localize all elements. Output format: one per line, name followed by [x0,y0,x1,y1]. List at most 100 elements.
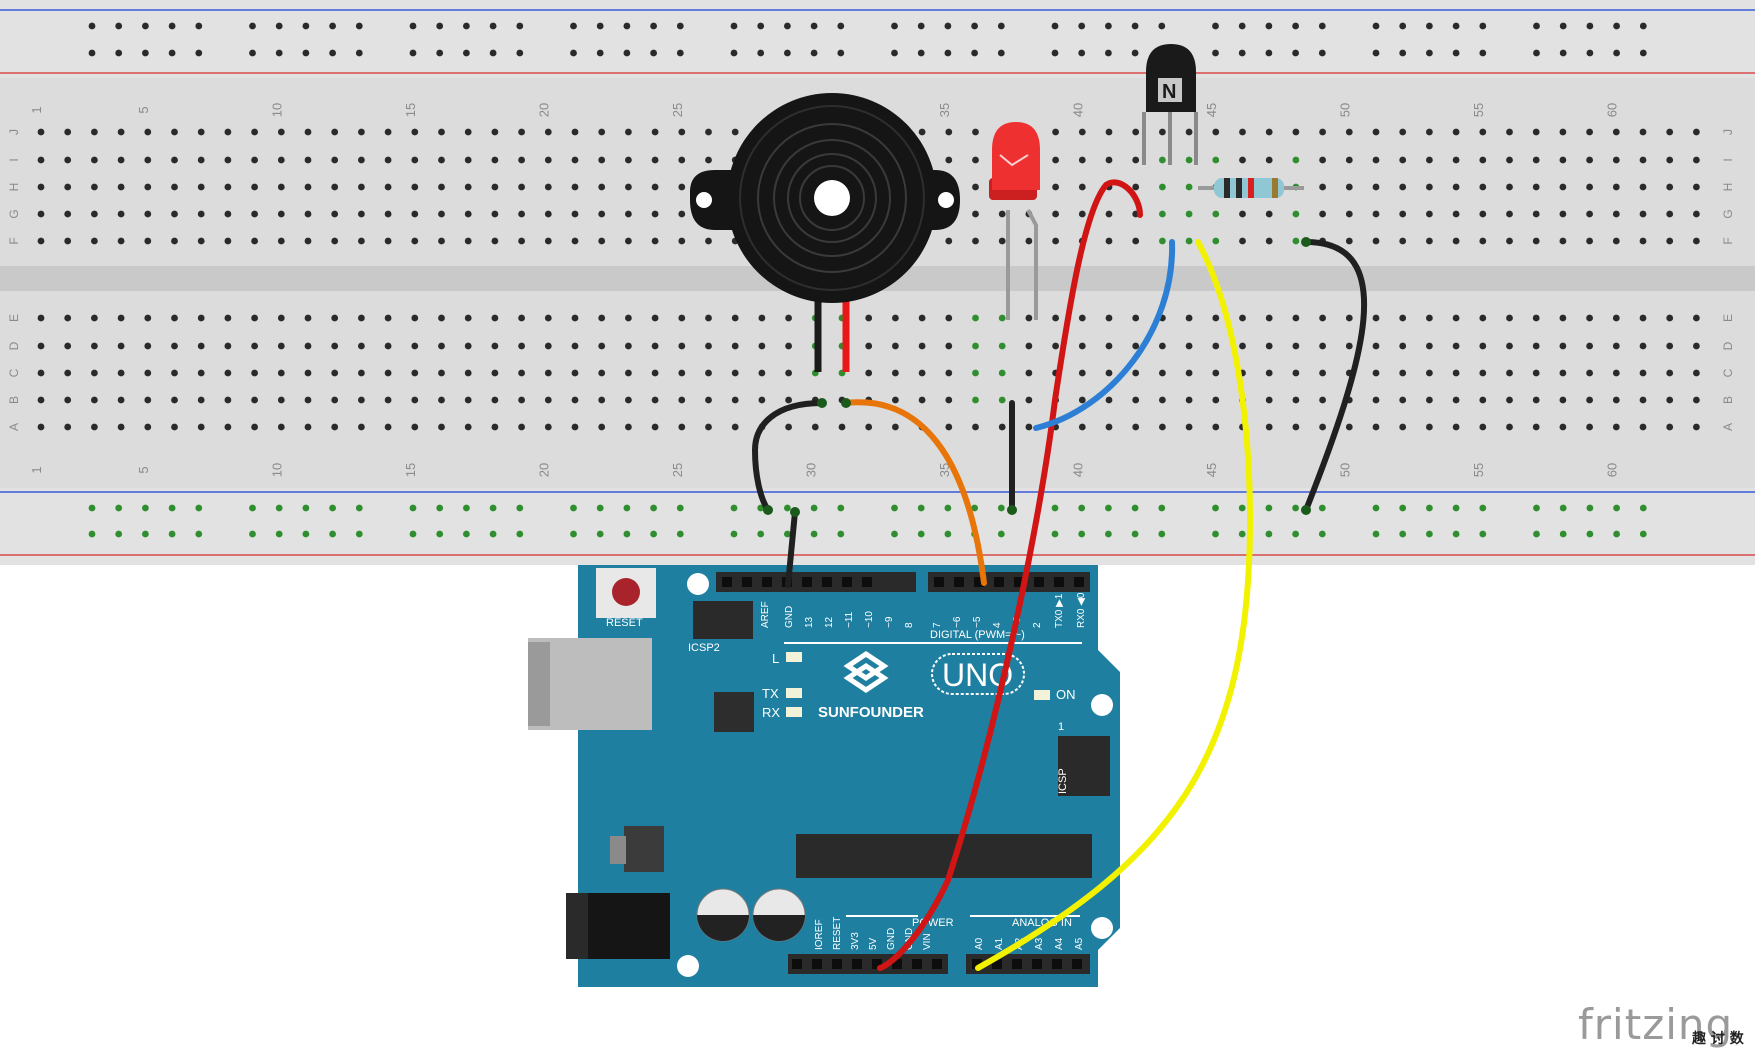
breadboard-hole [998,210,1006,218]
rail-hole [623,49,631,57]
digital-pin-label: ~5 [972,616,983,628]
breadboard-hole [892,396,899,404]
header-pin [954,577,964,587]
breadboard-hole [1426,210,1433,218]
breadboard-hole [544,183,552,191]
breadboard-hole [972,128,979,136]
breadboard-hole [945,423,953,431]
rail-hole [115,504,123,512]
breadboard-hole [491,237,499,245]
rail-hole [837,504,845,512]
rail-hole [115,530,123,538]
breadboard-hole [571,342,579,350]
breadboard-hole [892,342,899,350]
breadboard-hole [1639,210,1647,218]
breadboard-hole [277,314,285,322]
breadboard-hole [1265,423,1273,431]
reset-button[interactable] [612,578,640,606]
breadboard-hole [277,183,285,191]
breadboard-hole [1159,210,1166,218]
breadboard-hole [1292,396,1300,404]
breadboard-hole [251,423,258,431]
breadboard-hole [1559,156,1567,164]
breadboard-hole [1105,237,1113,245]
breadboard-hole [251,369,258,377]
breadboard-hole [1612,210,1620,218]
breadboard-hole [1426,128,1433,136]
breadboard-hole [1612,423,1620,431]
breadboard-hole [1239,342,1246,350]
row-letter: C [7,368,21,377]
row-letter: D [7,341,21,350]
breadboard-hole [1612,237,1620,245]
breadboard-hole [1319,369,1326,377]
breadboard-hole [544,314,552,322]
breadboard-hole [1159,156,1166,164]
breadboard-hole [37,369,45,377]
breadboard-hole [171,183,178,191]
rail-hole [997,22,1005,30]
breadboard-hole [411,128,419,136]
breadboard-hole [1426,342,1433,350]
breadboard-hole [91,423,98,431]
top-power-rail [0,0,1755,78]
header-pin [892,959,902,969]
breadboard-hole [651,314,659,322]
rail-hole [1559,49,1567,57]
mount-hole [1091,694,1113,716]
breadboard-hole [1559,342,1567,350]
rail-hole [168,22,176,30]
breadboard-hole [1265,396,1273,404]
breadboard-hole [37,210,45,218]
breadboard-hole [972,237,979,245]
breadboard-hole [1639,237,1647,245]
buzzer [690,93,960,372]
breadboard-hole [1105,156,1113,164]
breadboard-hole [1612,128,1620,136]
breadboard-hole [1185,396,1193,404]
rail-hole [1533,22,1540,30]
breadboard-hole [998,237,1006,245]
breadboard-hole [1185,156,1193,164]
power-pin-label: RESET [832,917,843,950]
breadboard-hole [224,237,232,245]
breadboard-hole [37,342,45,350]
breadboard-hole [945,369,953,377]
breadboard-hole [972,183,979,191]
breadboard-hole [358,342,365,350]
breadboard-hole [64,183,72,191]
breadboard-hole [1506,237,1513,245]
digital-pin-label: RX0 ◀0 [1076,592,1087,628]
breadboard-hole [1105,423,1113,431]
mount-hole [687,573,709,595]
breadboard-hole [251,128,258,136]
breadboard-hole [1452,183,1460,191]
breadboard-hole [678,210,686,218]
breadboard-hole [37,314,45,322]
rail-hole [88,49,96,57]
rail-hole [837,530,845,538]
breadboard-hole [1265,369,1273,377]
breadboard-hole [1506,156,1513,164]
breadboard-hole [731,128,739,136]
breadboard-hole [304,183,312,191]
digital-pin-label: TX0 ▶1 [1054,593,1065,628]
breadboard-hole [1426,183,1433,191]
rail-hole [784,49,791,57]
header-pin [862,577,872,587]
digital-pin-label: 8 [904,622,915,628]
rail-hole [168,49,176,57]
breadboard-hole [1559,369,1567,377]
analog-pin-label: A4 [1054,937,1065,950]
row-letter: C [1721,368,1735,377]
led-l-label: L [772,651,779,666]
rail-hole [463,504,470,512]
rail-hole [1426,22,1433,30]
rail-hole [489,22,497,30]
breadboard-hole [358,314,365,322]
breadboard-hole [571,314,579,322]
breadboard-hole [1693,314,1700,322]
breadboard-hole [1212,128,1220,136]
breadboard-hole [598,314,606,322]
breadboard-hole [1693,156,1700,164]
